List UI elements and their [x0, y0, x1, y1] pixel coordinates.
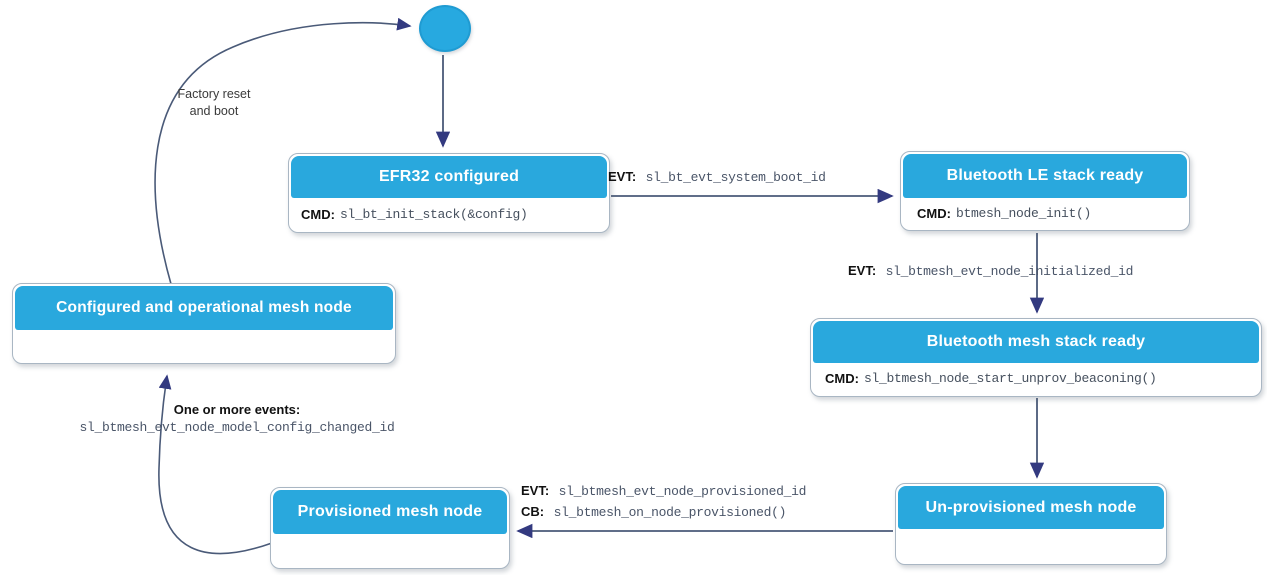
state-body-empty	[15, 330, 393, 361]
evt-label: EVT:	[608, 169, 637, 184]
state-action: CMD: sl_btmesh_node_start_unprov_beaconi…	[813, 363, 1259, 394]
state-body-empty	[273, 534, 507, 566]
factory-reset-line2: and boot	[189, 104, 239, 118]
evt-label: EVT:	[521, 483, 550, 498]
cmd-code: sl_bt_init_stack(&config)	[339, 206, 528, 222]
state-action: CMD: sl_bt_init_stack(&config)	[291, 198, 607, 230]
evt-label: EVT:	[848, 263, 877, 278]
state-efr32-configured: EFR32 configured CMD: sl_bt_init_stack(&…	[288, 153, 610, 233]
state-title: Bluetooth LE stack ready	[903, 154, 1187, 198]
cmd-label: CMD:	[825, 371, 859, 386]
cb-code: sl_btmesh_on_node_provisioned()	[553, 505, 787, 520]
label-node-provisioned-event: EVT: sl_btmesh_evt_node_provisioned_id C…	[521, 481, 806, 523]
state-title: Configured and operational mesh node	[15, 286, 393, 330]
state-configured-operational-mesh-node: Configured and operational mesh node	[12, 283, 396, 364]
state-body-empty	[898, 529, 1164, 562]
events-label: One or more events:	[173, 402, 301, 417]
evt-code: sl_btmesh_evt_node_provisioned_id	[558, 484, 807, 499]
cmd-label: CMD:	[917, 205, 951, 221]
label-node-initialized-event: EVT: sl_btmesh_evt_node_initialized_id	[848, 262, 1133, 280]
evt-code: sl_bt_evt_system_boot_id	[645, 170, 826, 185]
cb-label: CB:	[521, 504, 545, 519]
state-bluetooth-mesh-stack-ready: Bluetooth mesh stack ready CMD: sl_btmes…	[810, 318, 1262, 397]
edge-configured-to-start	[154, 17, 412, 285]
events-code: sl_btmesh_evt_node_model_config_changed_…	[79, 420, 395, 435]
state-title: Un-provisioned mesh node	[898, 486, 1164, 529]
evt-code: sl_btmesh_evt_node_initialized_id	[885, 264, 1134, 279]
state-unprovisioned-mesh-node: Un-provisioned mesh node	[895, 483, 1167, 565]
state-action: CMD: btmesh_node_init()	[903, 198, 1187, 228]
edge-provisioned-to-configured	[158, 374, 273, 555]
state-bluetooth-le-stack-ready: Bluetooth LE stack ready CMD: btmesh_nod…	[900, 151, 1190, 231]
state-title: EFR32 configured	[291, 156, 607, 198]
state-provisioned-mesh-node: Provisioned mesh node	[270, 487, 510, 569]
label-factory-reset: Factory reset and boot	[150, 86, 278, 120]
factory-reset-line1: Factory reset	[177, 87, 251, 101]
state-title: Provisioned mesh node	[273, 490, 507, 534]
label-config-changed-events: One or more events: sl_btmesh_evt_node_m…	[8, 401, 466, 437]
label-system-boot-event: EVT: sl_bt_evt_system_boot_id	[608, 168, 826, 186]
cmd-code: sl_btmesh_node_start_unprov_beaconing()	[863, 371, 1157, 386]
state-title: Bluetooth mesh stack ready	[813, 321, 1259, 363]
cmd-code: btmesh_node_init()	[955, 205, 1091, 221]
initial-state-node	[419, 5, 471, 52]
cmd-label: CMD:	[301, 206, 335, 222]
